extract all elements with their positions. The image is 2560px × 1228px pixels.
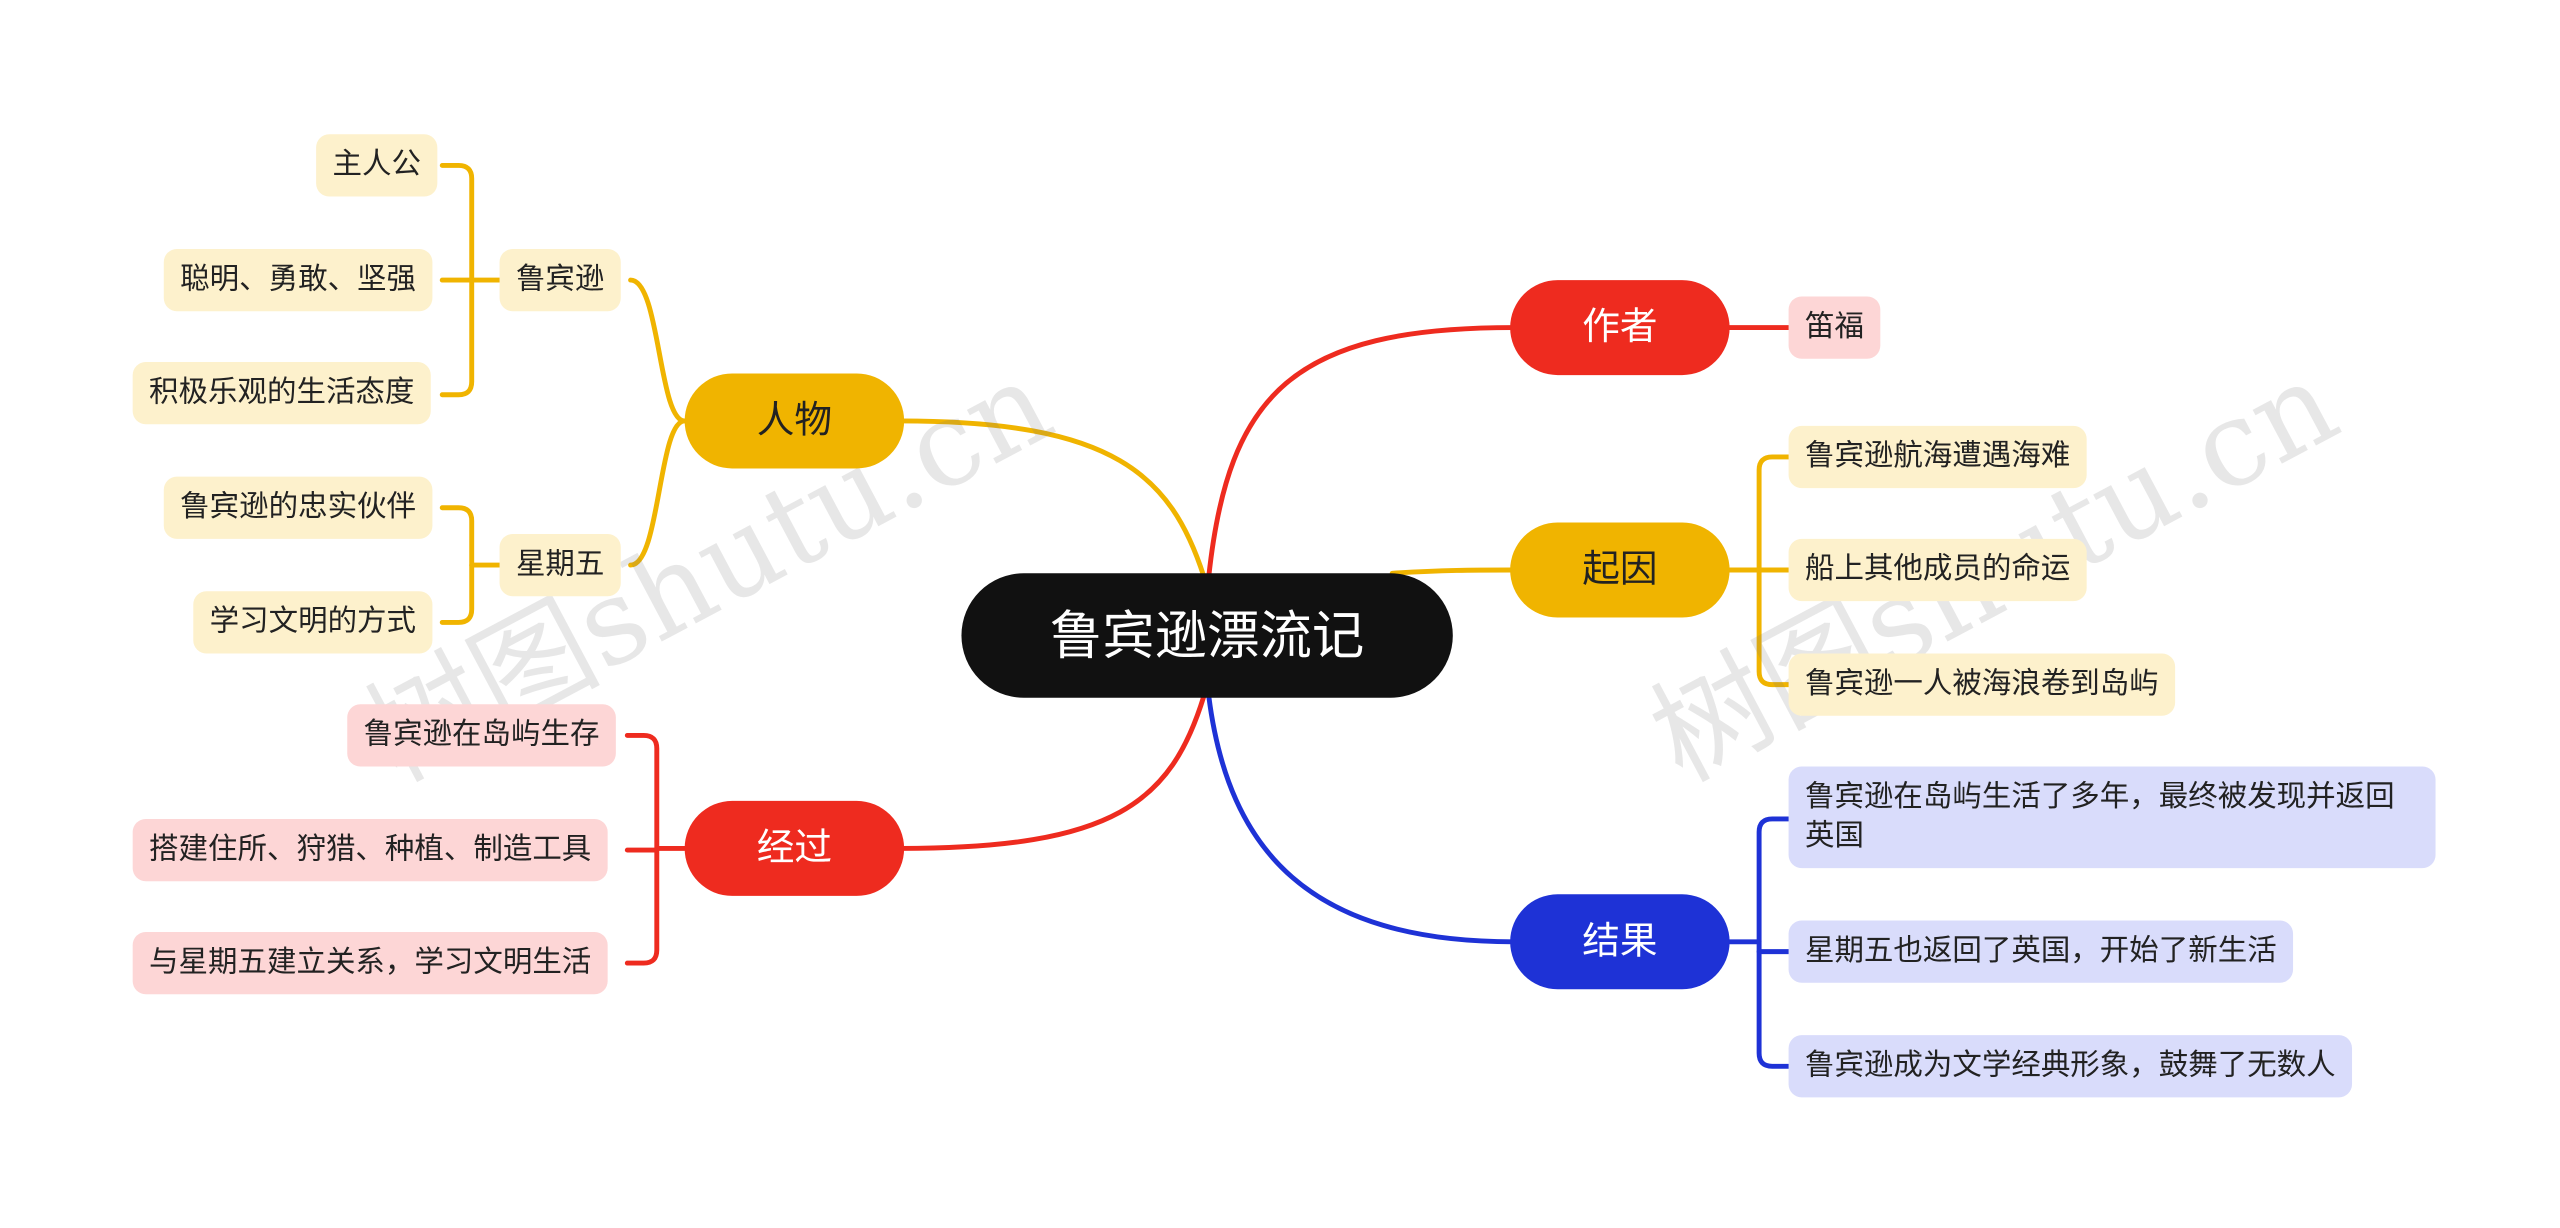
root-topic[interactable]: 鲁宾逊漂流记: [961, 573, 1453, 698]
leaf-friday-learning[interactable]: 学习文明的方式: [193, 591, 433, 654]
branch-author[interactable]: 作者: [1510, 280, 1730, 376]
branch-cause[interactable]: 起因: [1510, 522, 1730, 618]
leaf-process-friday[interactable]: 与星期五建立关系，学习文明生活: [132, 931, 608, 995]
leaf-result-return[interactable]: 鲁宾逊在岛屿生活了多年，最终被发现并返回英国: [1788, 766, 2436, 869]
edge-root-process: [898, 693, 1207, 851]
leaf-process-build[interactable]: 搭建住所、狩猎、种植、制造工具: [132, 818, 608, 882]
leaf-cause-island[interactable]: 鲁宾逊一人被海浪卷到岛屿: [1788, 653, 2176, 716]
sub-branch-robinson[interactable]: 鲁宾逊: [499, 248, 621, 312]
leaf-robinson-attitude[interactable]: 积极乐观的生活态度: [132, 361, 431, 425]
branch-result[interactable]: 结果: [1510, 894, 1730, 990]
leaf-result-friday-new-life[interactable]: 星期五也返回了英国，开始了新生活: [1788, 920, 2294, 983]
edge-root-result: [1206, 693, 1516, 945]
edge-root-author: [1206, 325, 1516, 579]
branch-characters[interactable]: 人物: [684, 373, 905, 469]
leaf-friday-companion[interactable]: 鲁宾逊的忠实伙伴: [163, 476, 433, 539]
edge-characters-friday: [628, 418, 688, 568]
leaf-result-legacy[interactable]: 鲁宾逊成为文学经典形象，鼓舞了无数人: [1788, 1035, 2353, 1098]
branch-process[interactable]: 经过: [684, 800, 905, 896]
leaf-cause-shipwreck[interactable]: 鲁宾逊航海遭遇海难: [1788, 425, 2087, 489]
leaf-cause-crew-fate[interactable]: 船上其他成员的命运: [1788, 538, 2087, 602]
sub-branch-friday[interactable]: 星期五: [499, 533, 621, 597]
edge-characters-robinson: [628, 277, 688, 424]
leaf-author-defoe[interactable]: 笛福: [1788, 296, 1881, 359]
edge-root-characters: [898, 418, 1207, 579]
leaf-robinson-traits[interactable]: 聪明、勇敢、坚强: [163, 248, 433, 312]
leaf-process-survive[interactable]: 鲁宾逊在岛屿生存: [347, 704, 616, 767]
edge-root-cause: [1389, 567, 1516, 576]
leaf-robinson-protagonist[interactable]: 主人公: [316, 134, 438, 197]
